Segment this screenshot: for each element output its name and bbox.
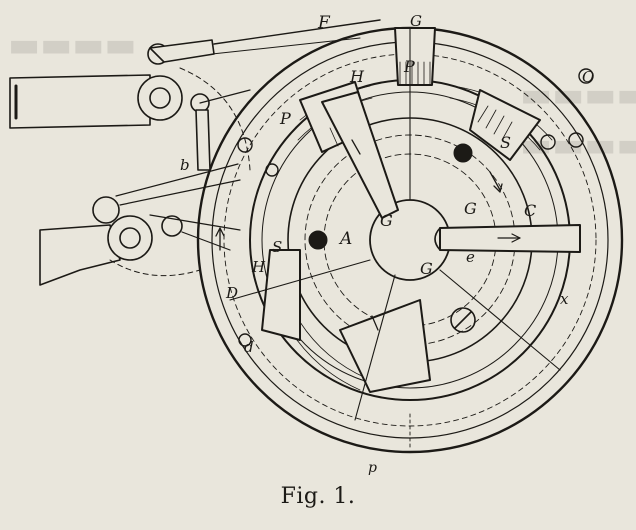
linkage-pivot-lower-right [161, 215, 183, 237]
segment-bottom [339, 299, 431, 393]
label-p-bottom: p [368, 460, 377, 476]
figure-caption: Fig. 1. [280, 484, 356, 509]
linkage-pivot-lower-left [92, 196, 120, 224]
label-H-left: H [251, 258, 266, 276]
label-C-right: C [524, 201, 536, 220]
label-P-top: P [403, 57, 415, 76]
left-linkage [9, 19, 381, 286]
direction-arrows [215, 139, 503, 331]
linkage-hook [39, 224, 121, 286]
label-G-center1: G [380, 211, 393, 230]
belt-upper [213, 19, 381, 45]
segment-left [261, 249, 301, 341]
label-b-left: b [180, 156, 190, 174]
bolt-screw-slot [454, 311, 472, 329]
segment-top [394, 27, 436, 86]
radial-dividers [229, 27, 561, 421]
label-d-bottom: d [244, 338, 254, 356]
label-e-lower: e [466, 248, 475, 266]
linkage-wheel-upper-hub [149, 87, 171, 109]
label-A-center: A [338, 229, 352, 249]
label-H-mid: H [349, 67, 365, 86]
linkage-top-plate [149, 39, 215, 63]
linkage-bar-upper [9, 74, 151, 129]
label-x-right: x [560, 290, 569, 308]
label-G-right: G [464, 199, 477, 218]
arm-right-tip [434, 227, 441, 251]
label-G-center2: G [420, 259, 433, 278]
label-F-top: F [317, 13, 331, 33]
label-P-left: P [279, 109, 291, 128]
bolt-dark-left [308, 230, 328, 250]
radial-arm-upper [321, 91, 399, 219]
linkage-rod [195, 109, 211, 171]
rim-holes [237, 68, 594, 347]
arm-right-arrowhead [511, 233, 521, 243]
bolt-screw [450, 307, 476, 333]
belt-upper-2 [211, 37, 361, 55]
diagram-labels: F G P H P S O A G G G C e b S H D x d p [180, 12, 594, 476]
label-G-top: G [410, 12, 422, 30]
label-S-right: S [500, 133, 511, 152]
bolt-dark-upper [453, 143, 473, 163]
label-O-right: O [582, 68, 594, 86]
label-D-left: D [225, 284, 238, 302]
segments [261, 27, 541, 393]
linkage-wheel-upper [137, 75, 183, 121]
linkage-wheel-lower [107, 215, 153, 261]
machine-diagram: F G P H P S O A G G G C e b S H D x d p [9, 12, 624, 476]
linkage-wheel-lower-hub [119, 227, 141, 249]
label-S-left: S [272, 238, 282, 256]
linkage-arm-diag [115, 163, 239, 197]
